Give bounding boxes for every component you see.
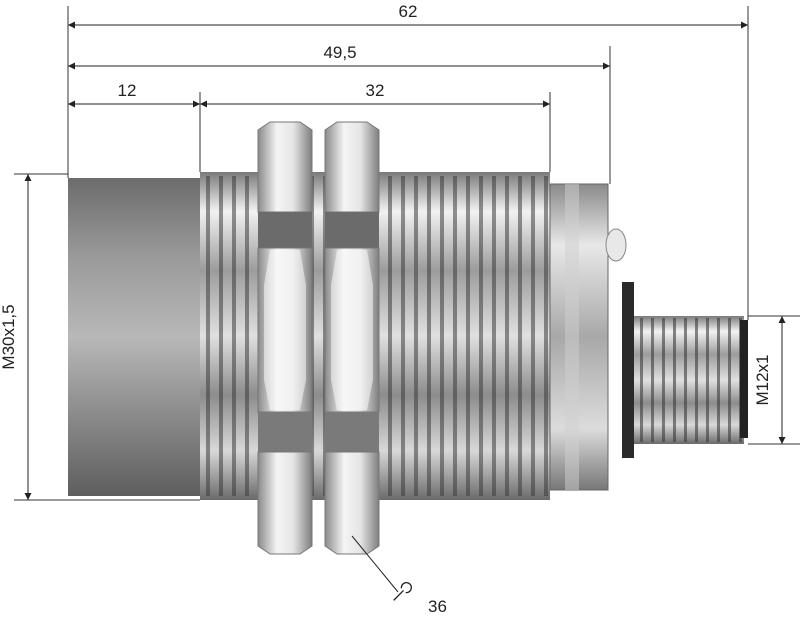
sensing-cap bbox=[68, 178, 203, 496]
status-led bbox=[605, 228, 627, 262]
m12-connector bbox=[622, 282, 748, 458]
thread-groove bbox=[466, 176, 470, 496]
thread-groove bbox=[219, 176, 223, 496]
dim-overall-length: 62 bbox=[399, 2, 418, 21]
thread-groove bbox=[414, 176, 418, 496]
thread-groove bbox=[453, 176, 457, 496]
dim-thread-length: 32 bbox=[366, 81, 385, 100]
wrench-icon bbox=[393, 582, 412, 601]
connector-thread-groove bbox=[651, 318, 654, 442]
connector-thread-groove bbox=[695, 318, 698, 442]
thread-groove bbox=[479, 176, 483, 496]
thread-groove bbox=[401, 176, 405, 496]
connector-thread-groove bbox=[640, 318, 643, 442]
thread-groove bbox=[232, 176, 236, 496]
thread-groove bbox=[544, 176, 548, 496]
dim-sensing-face: 12 bbox=[118, 81, 137, 100]
thread-groove bbox=[440, 176, 444, 496]
thread-groove bbox=[245, 176, 249, 496]
rear-flange bbox=[549, 183, 609, 491]
thread-groove bbox=[388, 176, 392, 496]
connector-thread-groove bbox=[706, 318, 709, 442]
dim-wrench-size: 36 bbox=[428, 597, 447, 616]
thread-groove bbox=[427, 176, 431, 496]
thread-groove bbox=[531, 176, 535, 496]
connector-thread-groove bbox=[684, 318, 687, 442]
dim-connector-thread: M12x1 bbox=[753, 354, 772, 405]
thread-groove bbox=[518, 176, 522, 496]
connector-thread-groove bbox=[728, 318, 731, 442]
connector-thread-groove bbox=[673, 318, 676, 442]
lock-nut-left bbox=[257, 121, 313, 555]
thread-groove bbox=[206, 176, 210, 496]
thread-groove bbox=[505, 176, 509, 496]
lock-nut-right bbox=[324, 121, 380, 555]
dim-body-thread: M30x1,5 bbox=[0, 304, 18, 369]
dim-to-flange: 49,5 bbox=[323, 43, 356, 62]
connector-thread-groove bbox=[717, 318, 720, 442]
thread-groove bbox=[492, 176, 496, 496]
dimension-lines bbox=[24, 21, 786, 593]
connector-thread-groove bbox=[662, 318, 665, 442]
